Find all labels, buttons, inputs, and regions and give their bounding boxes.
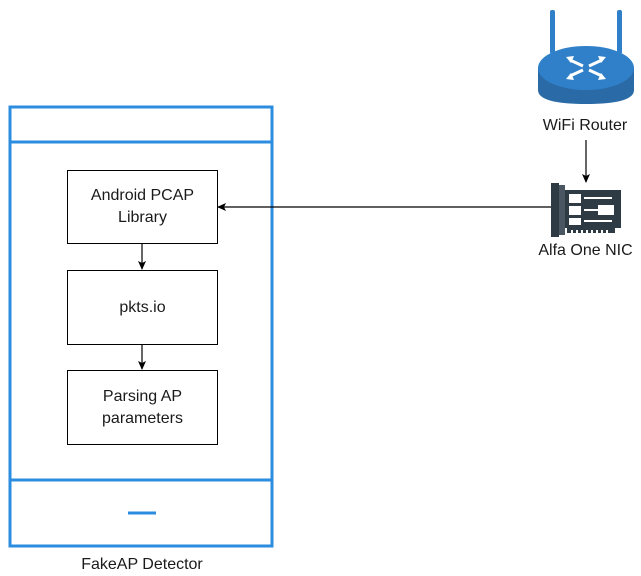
phone-caption: FakeAP Detector [81,556,203,573]
nic-label: Alfa One NIC [538,242,633,259]
pkts-io-box: pkts.io [67,270,218,345]
parsing-ap-parameters-box: Parsing AP parameters [67,370,218,445]
android-pcap-library-box: Android PCAP Library [67,170,218,244]
router-icon [538,10,634,104]
network-card-icon [551,183,621,237]
router-label: WiFi Router [542,117,628,134]
pkts-io-label: pkts.io [119,298,166,316]
android-pcap-library-label: Android PCAP Library [90,187,195,226]
parsing-ap-parameters-label: Parsing AP parameters [102,387,183,427]
